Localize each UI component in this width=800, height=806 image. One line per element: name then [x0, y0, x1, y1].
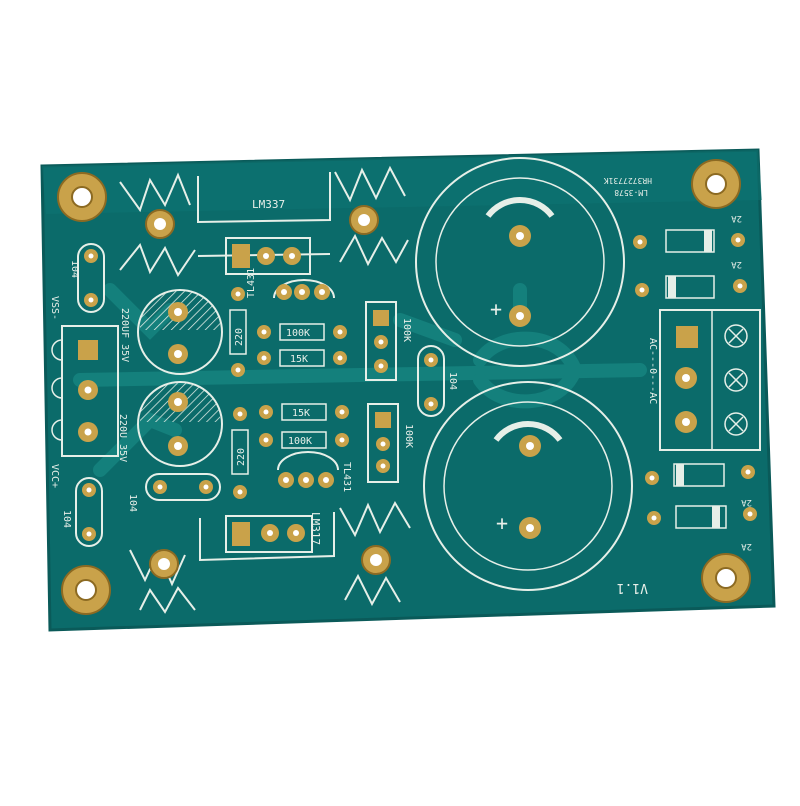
ac-label: AC---0---AC: [647, 338, 658, 404]
capacitor-104-mid: 104: [417, 345, 458, 417]
resistor-100k-top: 100K: [257, 323, 347, 341]
diode-4-label: 2A: [741, 541, 752, 551]
potentiometer-bottom-label: 100K: [403, 424, 414, 448]
capacitor-104-lower: 104: [127, 473, 221, 512]
capacitor-104-left-top: 104: [69, 243, 105, 313]
capacitor-104-left-bottom: 104: [61, 477, 103, 547]
resistor-15k-bottom-label: 15K: [292, 408, 310, 419]
resistor-220-top: 220: [229, 287, 247, 377]
capacitor-220u-bottom-label: 220U 35V: [117, 414, 128, 462]
resistor-100k-bottom: 100K: [259, 431, 349, 449]
resistor-220-top-label: 220: [234, 328, 245, 346]
capacitor-220uf-top-label: 220UF 35V: [119, 308, 130, 362]
diode-2-label: 2A: [731, 259, 742, 269]
heatsink-top-silk: [119, 165, 409, 277]
mounting-hole-top-right: [691, 159, 741, 209]
tl431-bottom-label: TL431: [341, 462, 352, 492]
board-id-line-2: HR3727731K: [604, 176, 652, 185]
big-capacitor-top-plus: +: [490, 297, 502, 321]
diode-4: 2A: [647, 505, 757, 551]
big-capacitor-bottom-plus: +: [496, 511, 508, 535]
version-label: V1.1: [617, 580, 648, 595]
tl431-bottom-footprint: TL431: [277, 451, 352, 492]
tl431-top-footprint: TL431: [246, 268, 335, 300]
resistor-100k-top-label: 100K: [286, 328, 310, 339]
mounting-hole-top-left: [57, 172, 107, 222]
capacitor-104-left-bottom-label: 104: [61, 510, 72, 528]
diode-3-label: 2A: [741, 497, 752, 507]
capacitor-104-left-top-label: 104: [69, 260, 80, 278]
diode-1: 2A: [633, 213, 745, 253]
capacitor-220u-bottom: 220U 35V: [117, 381, 223, 467]
resistor-15k-top: 15K: [257, 349, 347, 367]
mounting-hole-bottom-left: [61, 565, 111, 615]
mounting-hole-bottom-right: [701, 553, 751, 603]
resistor-100k-bottom-label: 100K: [288, 436, 312, 447]
capacitor-220uf-top: 220UF 35V: [119, 289, 223, 375]
lm337-label: LM337: [252, 198, 285, 211]
resistor-220-bottom: 220: [231, 407, 249, 499]
diode-2: 2A: [635, 259, 747, 299]
potentiometer-bottom: 100K: [367, 403, 414, 483]
capacitor-104-mid-label: 104: [447, 372, 458, 390]
big-capacitor-top: +: [415, 157, 625, 367]
resistor-15k-bottom: 15K: [259, 403, 349, 421]
terminal-block-left: VSS- VCC+: [49, 296, 119, 488]
lm317-label: LM317: [309, 512, 322, 545]
resistor-15k-top-label: 15K: [290, 354, 308, 365]
lm317-footprint: LM317: [225, 512, 322, 553]
diode-1-label: 2A: [731, 213, 742, 223]
diode-3: 2A: [645, 463, 755, 507]
big-capacitor-bottom: +: [423, 381, 633, 591]
tl431-top-label: TL431: [246, 268, 257, 298]
heatsink-bottom-silk: [129, 500, 411, 614]
terminal-block-ac: AC---0---AC: [647, 309, 761, 451]
vss-label: VSS-: [49, 296, 60, 320]
vcc-label: VCC+: [49, 464, 60, 488]
capacitor-104-lower-label: 104: [127, 494, 138, 512]
board-id-line-1: LM-3578: [614, 188, 648, 197]
potentiometer-top-label: 100K: [401, 318, 412, 342]
lm337-footprint: LM337: [225, 198, 311, 275]
pcb-board-highlight: [42, 150, 762, 214]
resistor-220-bottom-label: 220: [236, 448, 247, 466]
potentiometer-top: 100K: [365, 301, 412, 381]
